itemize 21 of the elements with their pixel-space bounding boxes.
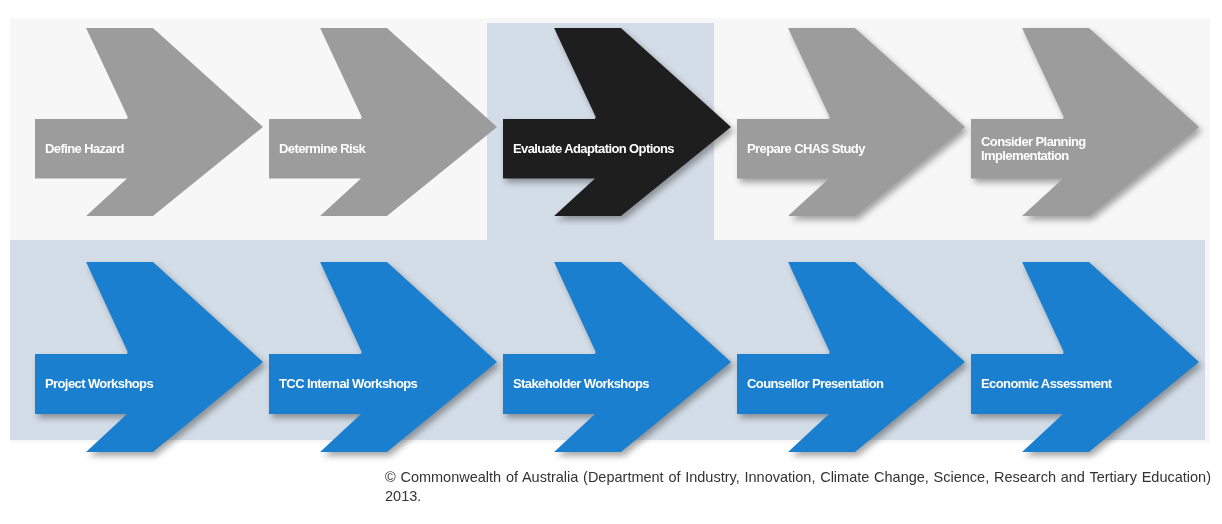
chevron-step: [737, 28, 965, 216]
step-label: Economic Assessment: [981, 375, 1113, 393]
chevron-step: [269, 28, 497, 216]
chevron-step: [971, 262, 1199, 452]
chevron-step: [503, 262, 731, 452]
chevron-step: [269, 262, 497, 452]
step-label: Counsellor Presentation: [747, 375, 885, 393]
step-label: Project Workshops: [45, 375, 155, 393]
step-label: Determine Risk: [279, 139, 367, 158]
step-label: Prepare CHAS Study: [747, 139, 867, 158]
chevron-step: [737, 262, 965, 452]
caption: © Commonwealth of Australia (Department of Industry, Innovation, Climate Change, Science, Research and Tertiary Education) 2013.: [385, 468, 1211, 506]
chevron-step: [971, 28, 1199, 216]
step-label: Evaluate Adaptation Options: [513, 139, 675, 158]
chevron-step: [35, 262, 263, 452]
step-label: Consider Planning Implementation: [981, 132, 1087, 165]
step-label: TCC Internal Workshops: [279, 375, 419, 393]
step-label: Define Hazard: [45, 139, 125, 158]
chevron-step: [35, 28, 263, 216]
step-label: Stakeholder Workshops: [513, 375, 650, 393]
chevron-step: [503, 28, 731, 216]
